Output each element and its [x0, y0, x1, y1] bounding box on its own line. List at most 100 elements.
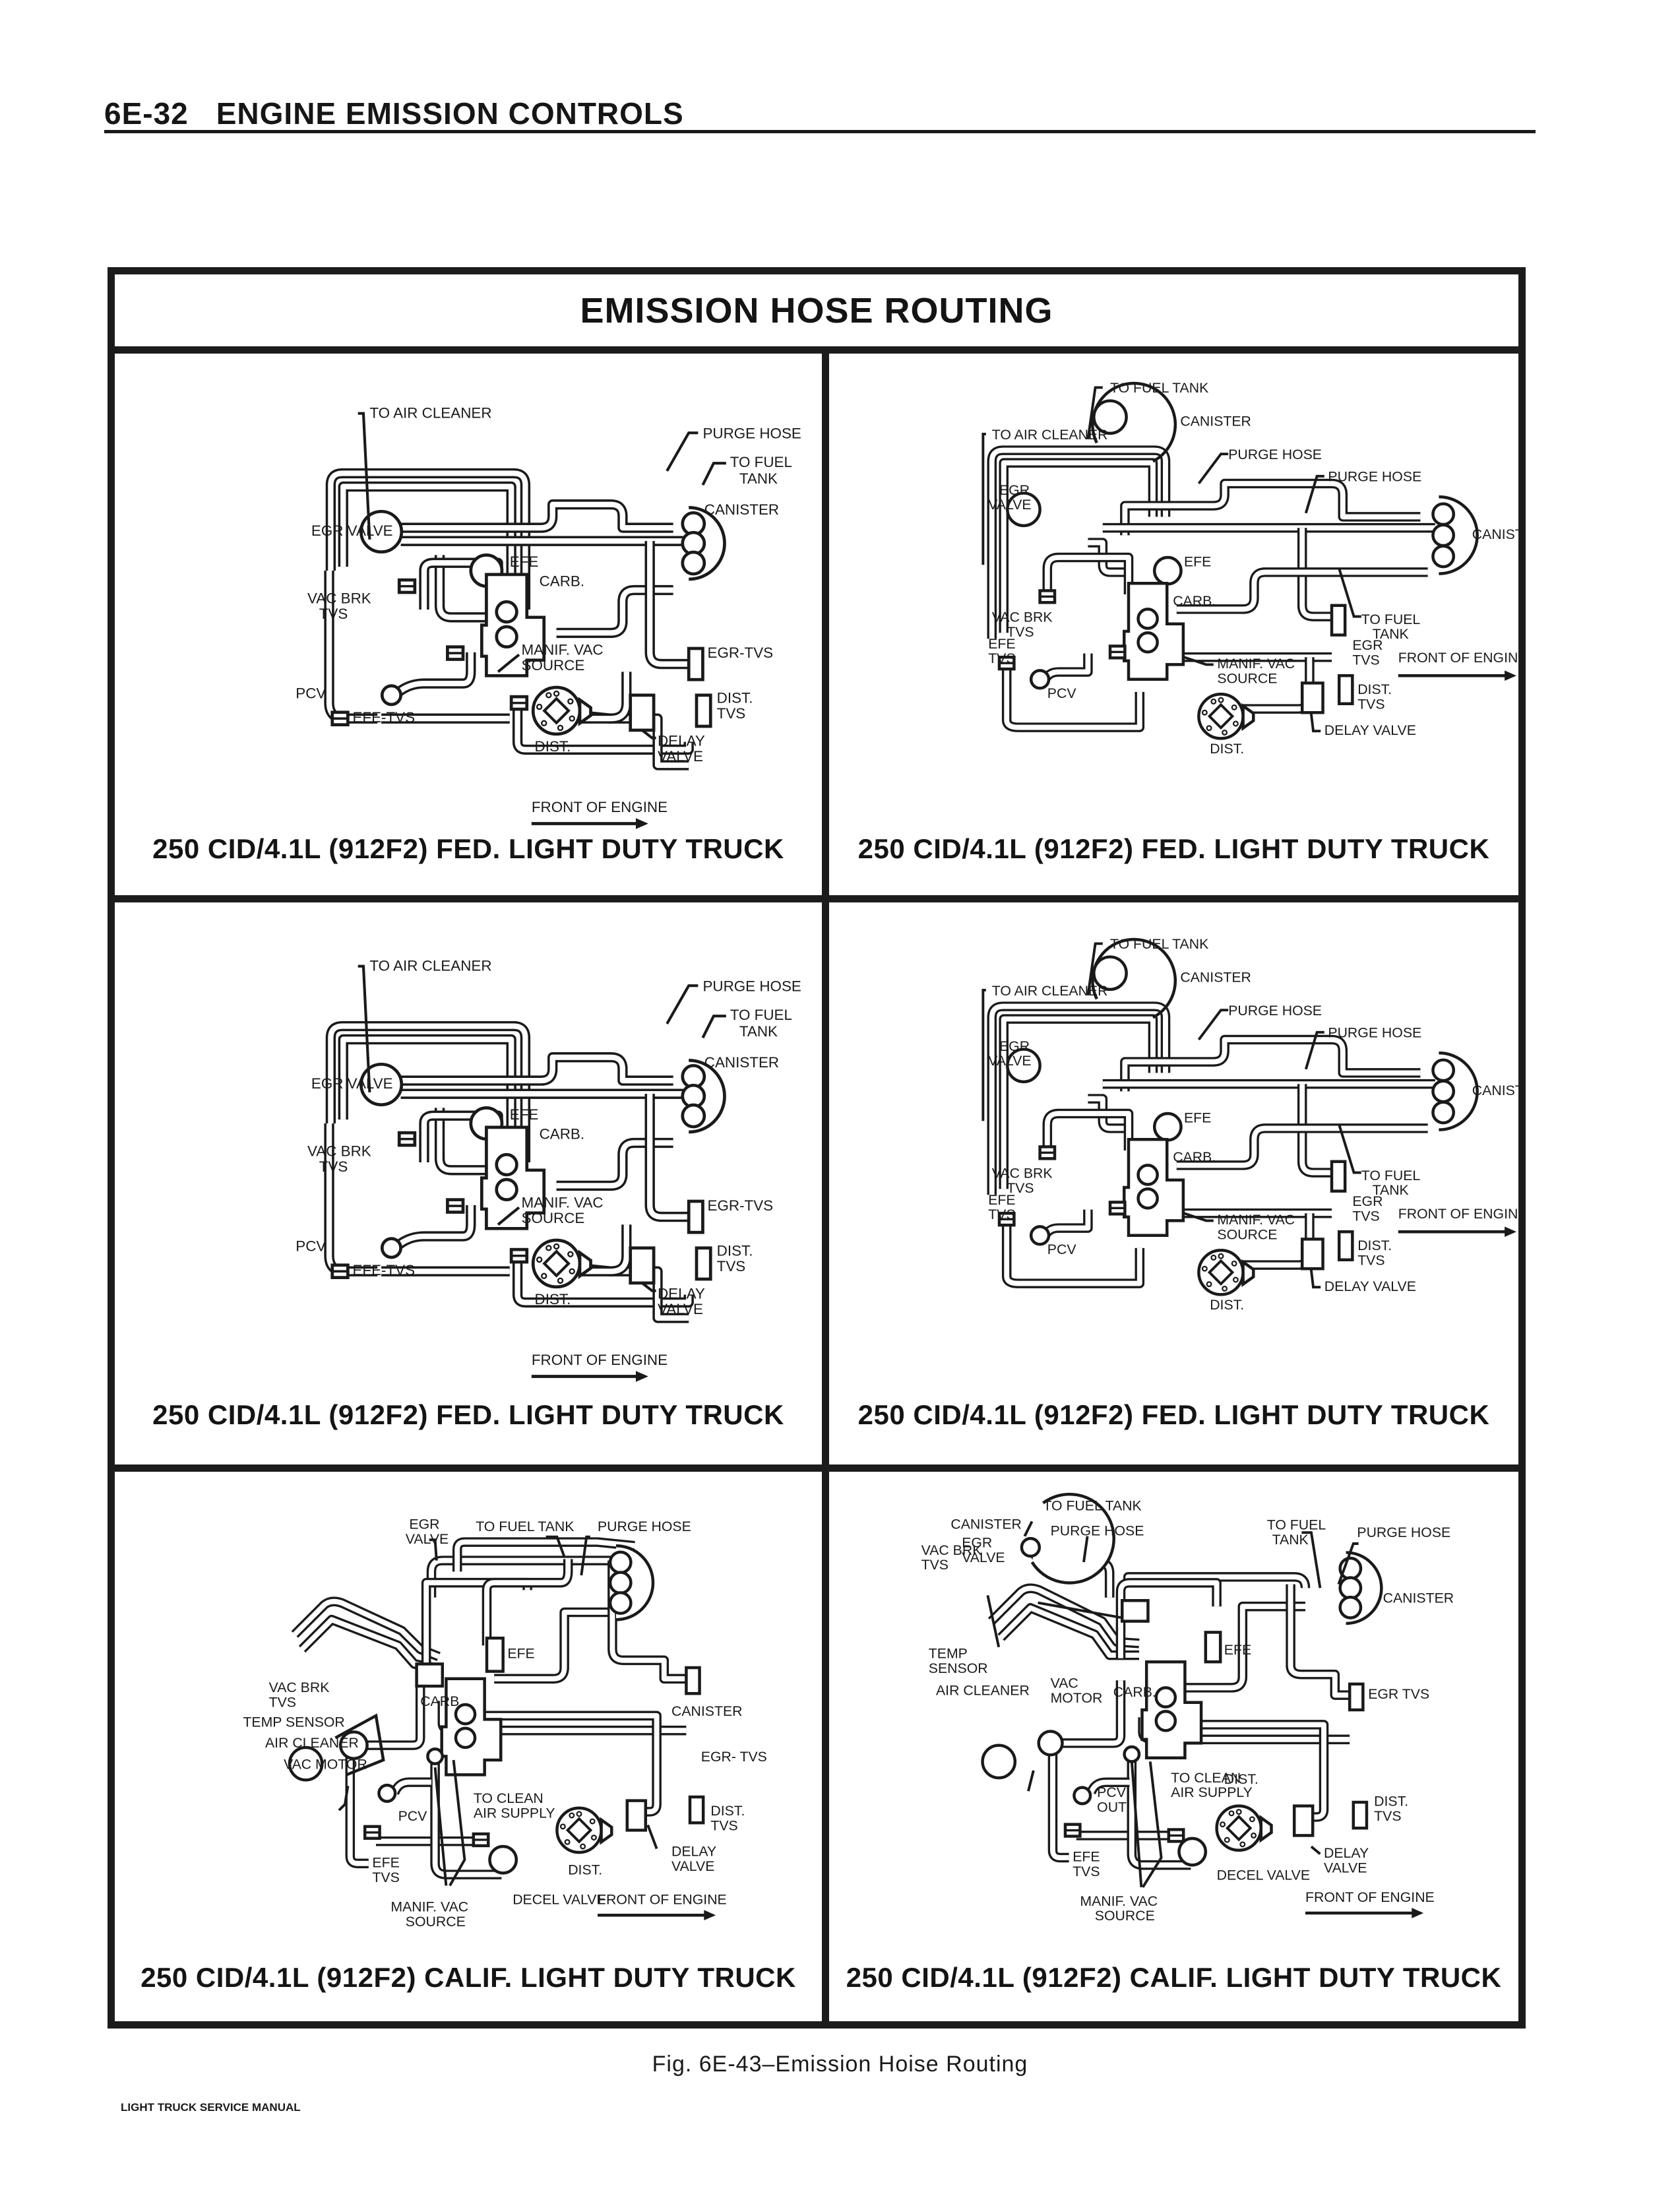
- carb-barrel: [495, 1178, 518, 1202]
- leader-line: [1338, 1124, 1361, 1174]
- label-delay-valve: DELAY VALVE: [1324, 1278, 1416, 1294]
- panel-caption: 250 CID/4.1L (912F2) FED. LIGHT DUTY TRU…: [857, 1399, 1490, 1430]
- canister-port: [1431, 502, 1456, 526]
- figure-title: EMISSION HOSE ROUTING: [115, 274, 1518, 354]
- leader-line: [1301, 1531, 1322, 1589]
- label-carb: CARB.: [540, 573, 584, 590]
- label-manif-vac-source: SOURCE: [406, 1914, 466, 1930]
- label-to-fuel-tank: TO FUEL TANK: [476, 1519, 574, 1534]
- carb-barrel: [1136, 631, 1159, 654]
- leader-line: [1082, 1536, 1089, 1563]
- pcv-valve-icon: [380, 1237, 402, 1259]
- hose: [482, 1559, 573, 1646]
- label-vac-motor: VAC MOTOR: [284, 1756, 367, 1772]
- label-manif-vac-source: SOURCE: [522, 1210, 585, 1226]
- leader-line: [1038, 1601, 1121, 1619]
- hose-pcv-link: [1086, 1777, 1130, 1795]
- label-manif-vac-source: MANIF. VAC: [1217, 1212, 1295, 1228]
- delay-valve-icon: [1300, 1238, 1324, 1271]
- hose-efe-tvs: [1001, 662, 1145, 732]
- label-to-fuel-tank: TANK: [1373, 1182, 1409, 1198]
- leader-line: [1304, 474, 1324, 514]
- pcv-valve-icon: [1029, 669, 1051, 690]
- hose: [338, 1034, 516, 1163]
- label-vac-brk-tvs: TVS: [269, 1694, 296, 1710]
- efe-valve-icon: [1204, 1631, 1222, 1664]
- panel-caption: 250 CID/4.1L (912F2) CALIF. LIGHT DUTY T…: [846, 1962, 1502, 1993]
- carb-barrel: [1136, 608, 1159, 630]
- carb-barrel: [1136, 1187, 1159, 1210]
- canister-port: [681, 1103, 706, 1129]
- hose-egr: [1088, 538, 1133, 577]
- distributor-icon: [555, 1806, 613, 1854]
- label-efe-tvs: EFE-TVS: [352, 709, 415, 726]
- label-dist-tvs: DIST.: [1374, 1794, 1408, 1809]
- canister-port: [1431, 1079, 1456, 1104]
- label-carb: CARB.: [420, 1693, 463, 1709]
- leader-line: [449, 1759, 466, 1887]
- label-decel-valve: DECEL VALVE: [1217, 1868, 1310, 1883]
- egr-tvs-icon: [687, 646, 704, 681]
- egr-valve-icon: [1006, 491, 1042, 528]
- distributor-icon: [531, 1238, 592, 1289]
- label-canister: CANISTER: [1180, 414, 1251, 429]
- label-dist-tvs: TVS: [717, 1258, 746, 1274]
- hose-vac-brk: [1042, 552, 1134, 595]
- label-purge-hose: PURGE HOSE: [1357, 1525, 1450, 1540]
- hose-air-cleaner: [291, 1596, 441, 1661]
- egr-valve-icon: [359, 509, 404, 554]
- label-dist-tvs: DIST.: [717, 690, 753, 707]
- leader-line: [429, 1538, 438, 1561]
- delay-valve-icon: [629, 693, 656, 732]
- section-title: ENGINE EMISSION CONTROLS: [216, 96, 684, 131]
- label-manif-vac-source: SOURCE: [1217, 1226, 1277, 1242]
- egr-valve-icon: [359, 1062, 404, 1107]
- label-purge-hose: PURGE HOSE: [702, 978, 801, 994]
- hose-dist: [580, 672, 632, 724]
- label-to-air-cleaner: TO AIR CLEANER: [369, 405, 491, 422]
- leader-line: [358, 964, 371, 1092]
- hose: [419, 557, 503, 633]
- panel-caption: 250 CID/4.1L (912F2) FED. LIGHT DUTY TRU…: [152, 833, 784, 864]
- leader-line: [358, 412, 371, 540]
- arrow-head: [704, 1910, 716, 1921]
- label-manif-vac-source: MANIF. VAC: [390, 1899, 468, 1915]
- label-temp-sensor: SENSOR: [929, 1660, 988, 1676]
- leader-line: [1309, 712, 1321, 733]
- delay-valve-icon: [629, 1246, 656, 1285]
- egr-valve-icon: [1006, 1048, 1042, 1084]
- decel-valve-icon: [488, 1844, 518, 1875]
- header-rule: [104, 130, 1536, 133]
- leader-line: [497, 1206, 520, 1226]
- hose-carb: [1176, 1123, 1428, 1170]
- canister-port: [608, 1571, 633, 1595]
- vac-motor-icon: [1037, 1730, 1064, 1757]
- label-egr-valve: EGR: [962, 1535, 992, 1551]
- hose-efe-tvs: [1001, 1218, 1145, 1288]
- leader-line: [1023, 1521, 1034, 1537]
- efe-valve-icon: [1152, 555, 1183, 586]
- pcv-valve-icon: [377, 1783, 397, 1803]
- label-purge-hose: PURGE HOSE: [1051, 1523, 1144, 1539]
- label-egr-valve: EGR: [999, 482, 1030, 498]
- label-egr-valve: EGR VALVE: [311, 1075, 393, 1092]
- canister-top-port: [1020, 1536, 1042, 1558]
- label-efe-tvs: TVS: [372, 1870, 399, 1885]
- label-efe-tvs: EFE-TVS: [352, 1262, 415, 1278]
- arrow-head: [1412, 1908, 1424, 1918]
- label-to-fuel-tank: TO FUEL: [1361, 1168, 1421, 1183]
- hose-purge: [1120, 1034, 1421, 1092]
- label-temp-sensor: TEMP SENSOR: [243, 1714, 344, 1730]
- leader-line: [641, 729, 656, 739]
- hose-manifold: [512, 703, 694, 755]
- label-purge-hose: PURGE HOSE: [702, 425, 801, 441]
- label-purge-hose: PURGE HOSE: [1328, 469, 1421, 485]
- arrow-head: [1505, 670, 1516, 681]
- label-dist-tvs: DIST.: [710, 1803, 745, 1819]
- leader-line: [338, 1785, 350, 1811]
- label-canister: CANISTER: [1472, 1083, 1518, 1098]
- label-vac-brk-tvs: TVS: [1007, 624, 1034, 640]
